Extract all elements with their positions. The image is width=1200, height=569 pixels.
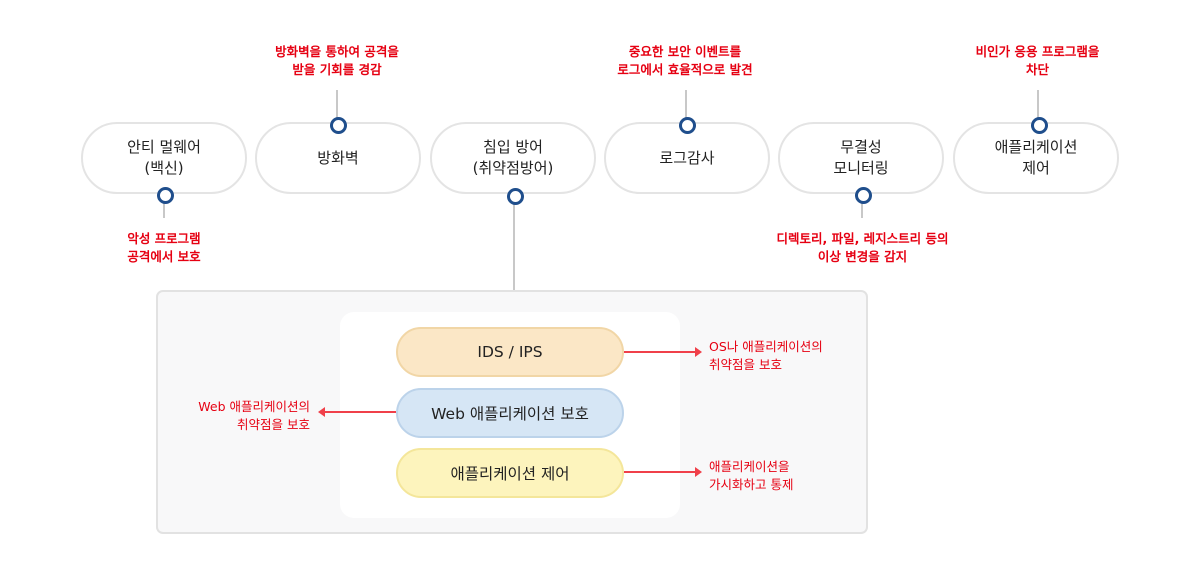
node-intrusion-prevention: 침입 방어 (취약점방어) <box>430 122 596 194</box>
note-ids-ips: OS나 애플리케이션의 취약점을 보호 <box>709 339 823 372</box>
node-integrity-monitoring: 무결성 모니터링 <box>778 122 944 194</box>
connector-line <box>336 90 338 118</box>
item-web-app-protection: Web 애플리케이션 보호 <box>396 388 624 438</box>
connector-line <box>861 200 863 218</box>
connector-dot-icon <box>855 187 872 204</box>
connector-dot-icon <box>507 188 524 205</box>
connector-dot-icon <box>330 117 347 134</box>
item-label: IDS / IPS <box>477 343 543 361</box>
note-application-control-detail: 애플리케이션을 가시화하고 통제 <box>709 459 794 492</box>
node-label: 애플리케이션 제어 <box>994 138 1078 177</box>
note-log-audit: 중요한 보안 이벤트를 로그에서 효율적으로 발견 <box>617 44 753 77</box>
node-label: 방화벽 <box>317 148 359 167</box>
item-label: Web 애플리케이션 보호 <box>431 405 589 423</box>
node-firewall: 방화벽 <box>255 122 421 194</box>
connector-line <box>513 200 515 291</box>
arrow-left-icon <box>318 407 396 417</box>
item-application-control: 애플리케이션 제어 <box>396 448 624 498</box>
arrow-right-icon <box>624 347 702 357</box>
node-anti-malware: 안티 멀웨어 (백신) <box>81 122 247 194</box>
item-ids-ips: IDS / IPS <box>396 327 624 377</box>
connector-line <box>685 90 687 118</box>
node-label: 안티 멀웨어 (백신) <box>127 138 201 177</box>
item-label: 애플리케이션 제어 <box>450 465 570 483</box>
node-label: 침입 방어 (취약점방어) <box>472 138 554 177</box>
node-application-control: 애플리케이션 제어 <box>953 122 1119 194</box>
connector-dot-icon <box>1031 117 1048 134</box>
connector-line <box>1037 90 1039 118</box>
connector-dot-icon <box>679 117 696 134</box>
note-integrity-monitoring: 디렉토리, 파일, 레지스트리 등의 이상 변경을 감지 <box>776 231 949 264</box>
arrow-right-icon <box>624 467 702 477</box>
note-application-control: 비인가 응용 프로그램을 차단 <box>975 44 1100 77</box>
note-anti-malware: 악성 프로그램 공격에서 보호 <box>127 231 201 264</box>
node-log-audit: 로그감사 <box>604 122 770 194</box>
node-label: 로그감사 <box>659 148 715 167</box>
note-web-app-protection: Web 애플리케이션의 취약점을 보호 <box>198 399 310 432</box>
note-firewall: 방화벽을 통하여 공격을 받을 기회를 경감 <box>275 44 399 77</box>
connector-line <box>163 200 165 218</box>
connector-dot-icon <box>157 187 174 204</box>
node-label: 무결성 모니터링 <box>833 138 889 177</box>
